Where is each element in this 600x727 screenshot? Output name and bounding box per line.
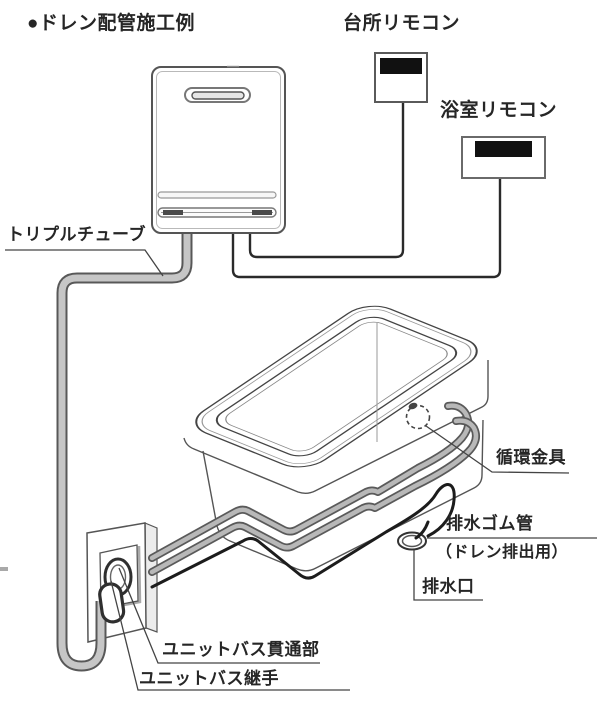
drain-outlet-leader <box>413 550 483 601</box>
bathtub-opening-inner <box>225 321 448 452</box>
kitchen-remote <box>374 52 428 103</box>
water-heater <box>151 65 286 234</box>
drain-rubber-pipe-label: 排水ゴム管 <box>446 514 534 533</box>
triple-tube-fill <box>58 232 191 670</box>
remote-wires <box>231 102 502 279</box>
joint-leader <box>110 580 350 691</box>
kitchen-remote-label: 台所リモコン <box>343 13 461 34</box>
bathtub <box>183 300 489 572</box>
circulation-fitting-leader <box>425 425 570 474</box>
drain-rubber-pipe-note-label: （ドレン排出用） <box>436 544 569 561</box>
penetration-leader <box>118 567 320 664</box>
exhaust-vent-slot <box>191 91 245 100</box>
drain-outlet-label: 排水口 <box>422 577 475 596</box>
bath-remote <box>461 136 546 179</box>
circulation-fitting-mark <box>408 402 418 410</box>
unit-bath-joint-elbow <box>98 582 126 624</box>
water-heater-inner-line <box>156 71 281 229</box>
triple-tube-leader <box>5 249 164 277</box>
bathtub-rim-mid <box>201 309 472 464</box>
bathtub-rim-side-edge <box>183 360 489 494</box>
circulation-pipe-1-fill <box>149 403 471 561</box>
unit-bath-penetration-label: ユニットバス貫通部 <box>162 640 320 659</box>
drain-outlet <box>397 520 430 551</box>
wall-panel-side <box>144 522 158 633</box>
page-title: ●ドレン配管施工例 <box>27 13 195 34</box>
heater-connection-right <box>252 210 272 215</box>
kitchen-remote-display <box>380 58 422 74</box>
bathtub-rim <box>195 305 478 468</box>
bath-remote-label: 浴室リモコン <box>440 100 558 121</box>
triple-tube <box>56 232 193 672</box>
under-tub-pipes <box>148 401 480 589</box>
drain-rubber-pipe-end <box>414 520 430 540</box>
drain-outlet-inner-ring <box>401 534 423 548</box>
bath-remote-wire <box>231 178 502 279</box>
kitchen-remote-wire <box>248 102 405 259</box>
leader-lines <box>5 249 597 691</box>
bathtub-opening-outer <box>215 316 458 457</box>
circulation-fitting-dashed-circle <box>405 404 431 430</box>
bath-remote-display <box>475 141 532 157</box>
heater-connection-left <box>163 210 183 215</box>
triple-tube-label: トリプルチューブ <box>7 225 146 244</box>
circulation-pipe-2-fill <box>149 418 479 575</box>
heater-lower-strip <box>157 191 277 199</box>
page-edge-mark <box>0 567 8 571</box>
circulation-fitting-label: 循環金具 <box>496 448 566 467</box>
drain-rubber-pipe-line <box>150 483 456 589</box>
unit-bath-joint-label: ユニットバス継手 <box>139 669 279 688</box>
